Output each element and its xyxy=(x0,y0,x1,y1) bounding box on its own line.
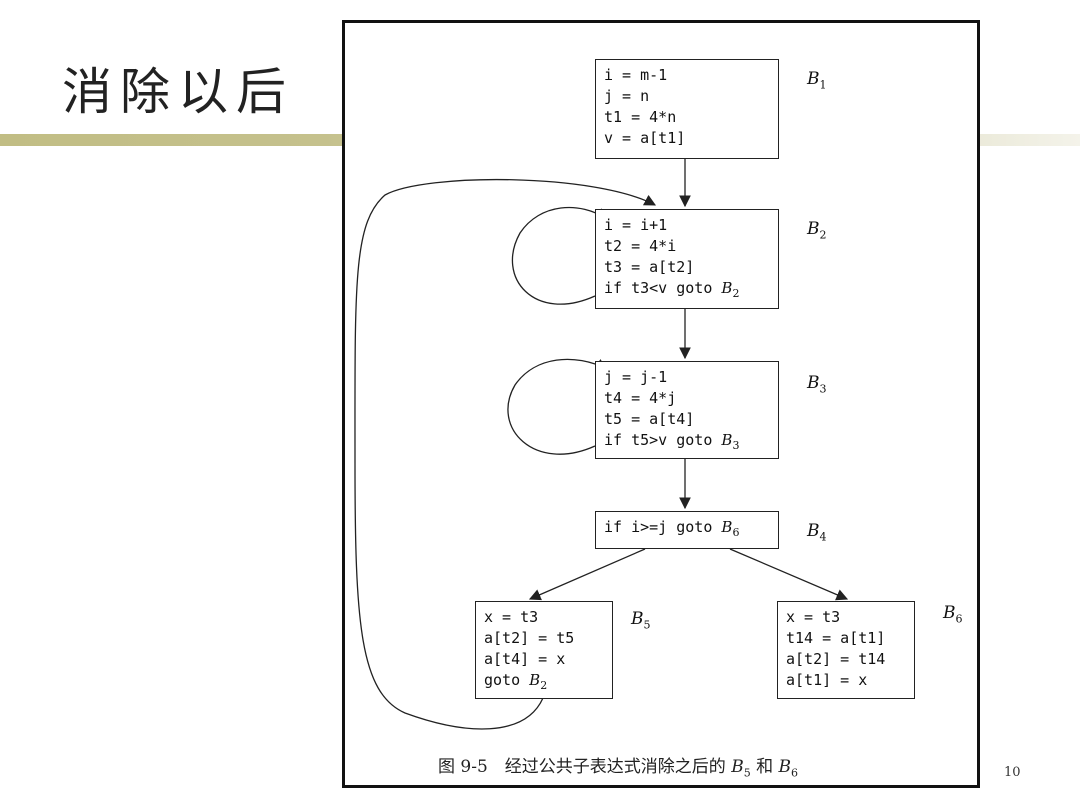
code-line: j = j-1 xyxy=(604,368,668,386)
block-reference: B6 xyxy=(721,518,740,539)
slide-title: 消除以后 xyxy=(62,63,294,121)
code-line: t14 = a[t1] xyxy=(786,629,886,647)
code-line: if t5>v goto B3 xyxy=(604,431,740,452)
block-label-b1: B1 xyxy=(807,69,827,92)
page-number: 10 xyxy=(1004,765,1021,780)
code-line: i = m-1 xyxy=(604,66,668,84)
block-reference: B2 xyxy=(529,671,548,692)
figure-caption: 图 9-5 经过公共子表达式消除之后的 B5 和 B6 xyxy=(438,757,798,780)
edge-b5-b2 xyxy=(354,178,657,730)
code-line: t5 = a[t4] xyxy=(604,410,695,428)
basic-block-b1: i = m-1 j = n t1 = 4*n v = a[t1] xyxy=(595,59,779,159)
code-line: x = t3 xyxy=(484,608,539,626)
code-line: j = n xyxy=(604,87,650,105)
code-line: goto B2 xyxy=(484,671,548,692)
block-label-b2: B2 xyxy=(807,219,827,242)
basic-block-b6: x = t3 t14 = a[t1] a[t2] = t14 a[t1] = x xyxy=(777,601,915,699)
basic-block-b3: j = j-1 t4 = 4*j t5 = a[t4] if t5>v goto… xyxy=(595,361,779,459)
block-reference: B2 xyxy=(721,279,740,300)
flow-graph-edges xyxy=(354,158,849,730)
code-line: i = i+1 xyxy=(604,216,668,234)
block-reference: B3 xyxy=(721,431,740,452)
code-line: t4 = 4*j xyxy=(604,389,677,407)
figure-frame: i = m-1 j = n t1 = 4*n v = a[t1] B1 i = … xyxy=(342,20,980,788)
code-line: a[t4] = x xyxy=(484,650,566,668)
block-label-b4: B4 xyxy=(807,521,827,544)
edge-b3-self-loop xyxy=(507,358,609,455)
code-line: x = t3 xyxy=(786,608,841,626)
block-label-b6: B6 xyxy=(943,603,963,626)
basic-block-b2: i = i+1 t2 = 4*i t3 = a[t2] if t3<v goto… xyxy=(595,209,779,309)
code-line: t3 = a[t2] xyxy=(604,258,695,276)
code-line: a[t2] = t14 xyxy=(786,650,886,668)
code-line: v = a[t1] xyxy=(604,129,686,147)
edge-b4-b6 xyxy=(729,548,849,601)
code-line: if t3<v goto B2 xyxy=(604,279,740,300)
code-line: a[t1] = x xyxy=(786,671,868,689)
code-line: t1 = 4*n xyxy=(604,108,677,126)
basic-block-b5: x = t3 a[t2] = t5 a[t4] = x goto B2 xyxy=(475,601,613,699)
code-line: a[t2] = t5 xyxy=(484,629,575,647)
edge-b4-b5 xyxy=(528,548,646,601)
basic-block-b4: if i>=j goto B6 xyxy=(595,511,779,549)
block-label-b5: B5 xyxy=(631,609,651,632)
block-label-b3: B3 xyxy=(807,373,827,396)
code-line: if i>=j goto B6 xyxy=(604,518,740,539)
code-line: t2 = 4*i xyxy=(604,237,677,255)
edge-b2-self-loop xyxy=(511,206,608,305)
